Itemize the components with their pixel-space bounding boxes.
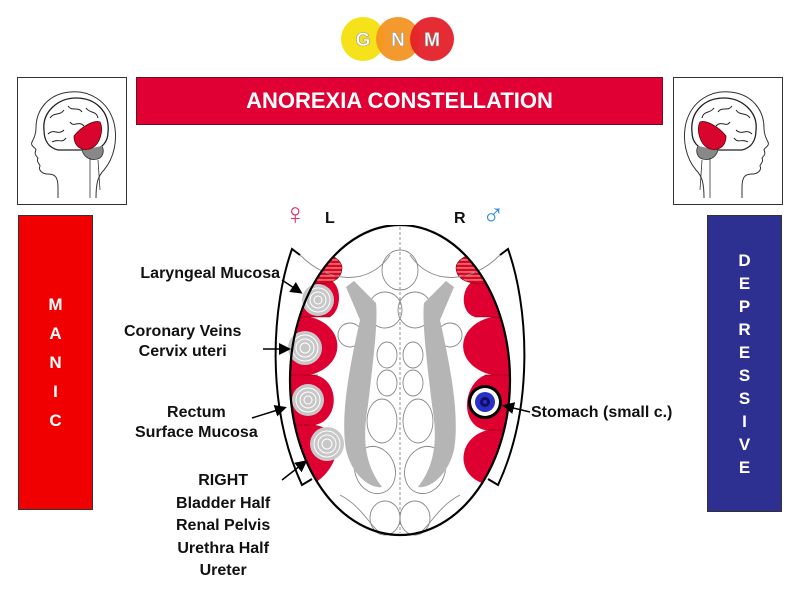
- annotation-line: Laryngeal Mucosa: [140, 265, 280, 282]
- page-title: ANOREXIA CONSTELLATION: [246, 88, 553, 113]
- relay-right-top: [463, 280, 510, 317]
- panel-letter: I: [742, 411, 747, 431]
- annotation-line: Urethra Half: [177, 539, 269, 557]
- relay-right-mid: [463, 317, 510, 375]
- panel-letter: P: [738, 296, 751, 316]
- panel-letter: E: [738, 457, 751, 477]
- logo-circle-m: [410, 17, 454, 61]
- brain-image-left: [17, 77, 127, 205]
- gnm-logo: G N M: [341, 17, 454, 61]
- highlighted-lobe: [698, 121, 727, 150]
- ventricle-left: [344, 281, 382, 488]
- logo-circle-g: [341, 17, 385, 61]
- target-rectum: [292, 384, 324, 416]
- title-banner: ANOREXIA CONSTELLATION: [136, 77, 663, 125]
- male-symbol-icon: ♂: [482, 198, 505, 231]
- annotation-right-bladder: RIGHT Bladder Half Renal Pelvis Urethra …: [176, 470, 270, 583]
- annotation-line: Bladder Half: [176, 494, 271, 512]
- annotation-rectum: Rectum Surface Mucosa: [135, 403, 258, 443]
- annotation-line: RIGHT: [198, 472, 249, 489]
- annotation-line: Ureter: [199, 562, 247, 579]
- female-symbol-icon: ♀: [284, 198, 307, 231]
- annotation-laryngeal-mucosa: Laryngeal Mucosa: [140, 264, 280, 284]
- logo-letter-m: M: [424, 30, 440, 51]
- panel-letter: D: [738, 250, 751, 270]
- annotation-stomach: Stomach (small c.): [531, 403, 672, 423]
- panel-letter: S: [738, 365, 751, 385]
- left-hemisphere-label: L: [325, 210, 335, 227]
- target-coronary-veins: [288, 331, 322, 365]
- panel-letter: E: [738, 342, 751, 362]
- annotation-coronary-veins: Coronary Veins Cervix uteri: [124, 322, 241, 362]
- right-bracket: [487, 247, 526, 487]
- annotation-line: Cervix uteri: [138, 343, 227, 360]
- right-hemisphere-label: R: [454, 210, 466, 227]
- ventricle-right: [418, 281, 456, 488]
- annotation-line: Stomach (small c.): [531, 404, 673, 421]
- brain-head-profile-icon: [683, 91, 769, 199]
- panel-letter: C: [49, 411, 62, 430]
- annotation-line: Rectum: [167, 404, 226, 421]
- panel-letter: A: [49, 324, 62, 343]
- logo-letter-n: N: [391, 30, 405, 51]
- relay-right-bottom: [463, 430, 510, 483]
- panel-letter: R: [738, 319, 751, 339]
- brain-section-diagram: [274, 225, 526, 537]
- logo-circle-n: [376, 17, 420, 61]
- logo-letter-g: G: [356, 30, 371, 51]
- target-bladder: [310, 427, 344, 461]
- annotation-line: Renal Pelvis: [176, 517, 271, 534]
- highlighted-lobe: [73, 121, 102, 150]
- panel-letter: M: [48, 295, 63, 314]
- brain-outline: [288, 225, 512, 537]
- panel-letter: S: [738, 388, 751, 408]
- brain-head-profile-icon: [31, 91, 117, 199]
- annotation-line: Surface Mucosa: [135, 424, 258, 441]
- target-stomach: [468, 385, 502, 419]
- panel-letter: V: [738, 434, 751, 454]
- brain-image-right: [673, 77, 783, 205]
- panel-letter: N: [49, 353, 62, 372]
- panel-letter: E: [738, 273, 751, 293]
- annotation-line: Coronary Veins: [124, 323, 242, 340]
- panel-letter: I: [53, 382, 58, 401]
